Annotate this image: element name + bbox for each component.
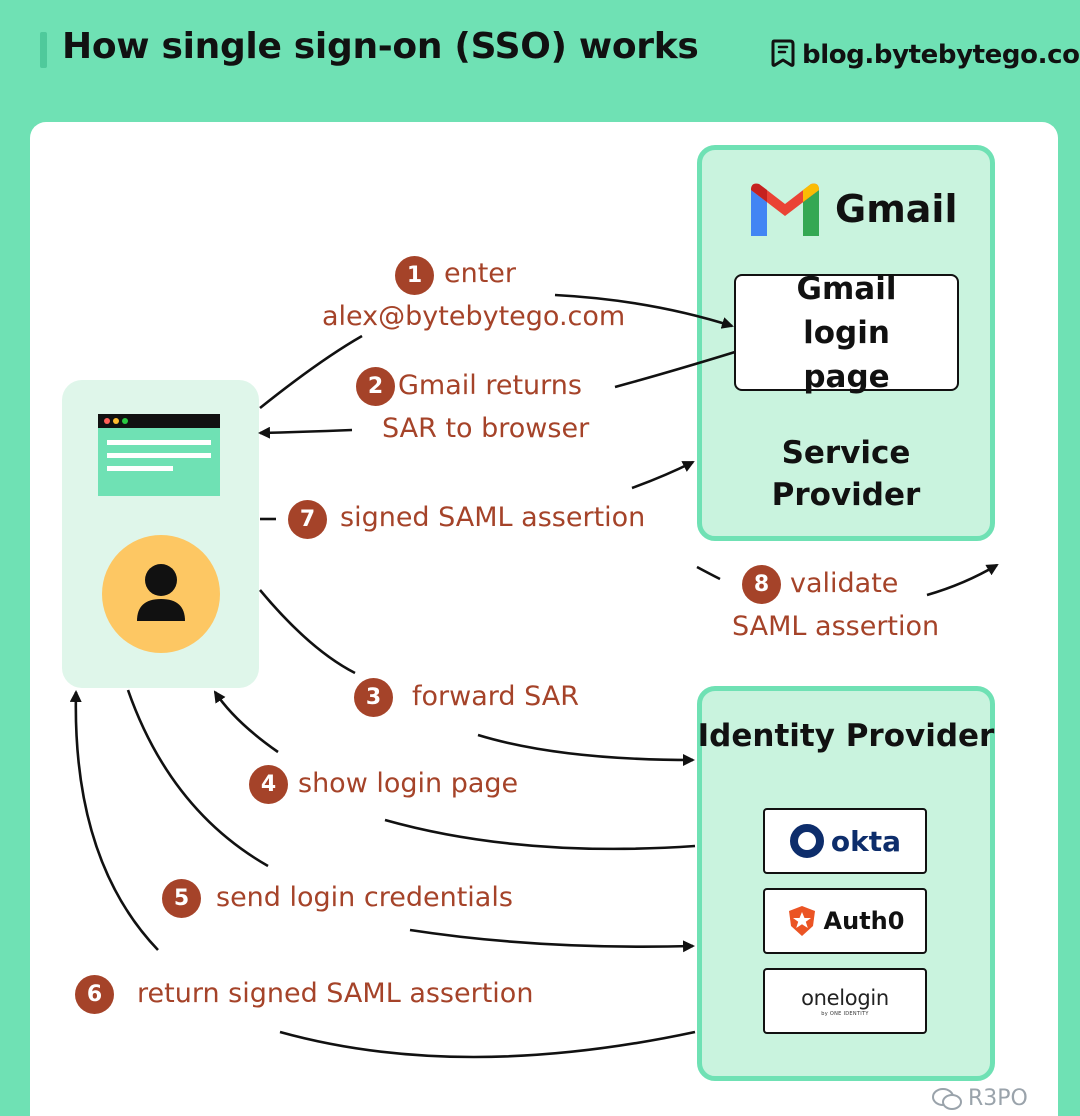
arrow-step-1b — [554, 293, 734, 329]
arrow-step-5b — [409, 928, 695, 953]
step-4-label: show login page — [298, 768, 519, 799]
auth0-logo-icon — [788, 906, 815, 936]
arrow-step-8b — [926, 563, 999, 597]
title-accent — [40, 32, 47, 68]
step-3-label: forward SAR — [412, 681, 579, 712]
step-8-label-2: SAML assertion — [732, 611, 940, 642]
step-number: 1 — [395, 256, 434, 295]
arrow-step-6a — [279, 1030, 696, 1059]
user-icon — [137, 564, 185, 621]
okta-logo-icon — [789, 824, 824, 858]
step-5-label: send login credentials — [216, 882, 513, 913]
gmail-name: Gmail — [835, 187, 958, 231]
okta-label: okta — [830, 824, 902, 858]
auth0-box: Auth0 — [763, 888, 927, 954]
arrow-step-6b — [69, 690, 159, 951]
step-number: 8 — [742, 565, 781, 604]
arrow-step-2a — [614, 350, 736, 389]
step-number: 6 — [75, 975, 114, 1014]
brand-text[interactable]: blog.bytebytego.com — [802, 40, 1080, 70]
browser-dot-yellow — [113, 418, 119, 424]
arrow-step-4b — [213, 690, 279, 754]
browser-dot-green — [122, 418, 128, 424]
step-2-label: Gmail returns — [398, 370, 582, 401]
step-number: 7 — [288, 500, 327, 539]
onelogin-label: onelogin — [801, 985, 889, 1010]
browser-dot-red — [104, 418, 110, 424]
okta-box: okta — [763, 808, 927, 874]
browser-line — [107, 453, 211, 458]
arrow-step-3b — [477, 733, 695, 766]
arrow-step-5a — [126, 689, 269, 868]
arrow-step-7b — [631, 460, 695, 490]
arrow-step-4a — [384, 818, 696, 851]
onelogin-sub-label: by ONE IDENTITY — [821, 1010, 869, 1017]
step-7-label: signed SAML assertion — [340, 502, 646, 533]
page-title: How single sign-on (SSO) works — [62, 26, 699, 67]
step-number: 2 — [356, 367, 395, 406]
brand[interactable]: blog.bytebytego.com — [770, 38, 1080, 72]
onelogin-box: onelogin by ONE IDENTITY — [763, 968, 927, 1034]
step-number: 4 — [249, 765, 288, 804]
arrow-step-3a — [259, 589, 356, 675]
gmail-logo-icon — [751, 183, 819, 236]
browser-title-bar — [98, 414, 220, 428]
book-logo-icon — [770, 38, 796, 72]
browser-window-icon — [98, 414, 220, 496]
browser-line — [107, 440, 211, 445]
user-avatar — [102, 535, 220, 653]
gmail-login-label: Gmail login page — [796, 270, 897, 395]
wechat-icon — [932, 1087, 962, 1110]
step-8-label: validate — [790, 568, 899, 599]
step-number: 3 — [354, 678, 393, 717]
auth0-label: Auth0 — [823, 907, 905, 935]
step-6-label: return signed SAML assertion — [137, 978, 534, 1009]
gmail-brand: Gmail — [747, 180, 957, 238]
browser-line — [107, 466, 173, 471]
arrow-step-1a — [259, 334, 363, 410]
gmail-login-page: Gmail login page — [734, 271, 959, 395]
step-1-label-2: alex@bytebytego.com — [322, 301, 626, 332]
watermark-text: R3PO — [968, 1086, 1028, 1111]
service-provider-label: Service Provider — [771, 435, 921, 513]
watermark: R3PO — [932, 1086, 1028, 1111]
step-number: 5 — [162, 879, 201, 918]
arrow-step-8a — [696, 565, 721, 581]
step-1-label: enter — [444, 258, 517, 289]
arrow-step-2b — [258, 426, 353, 439]
identity-provider-label: Identity Provider — [697, 718, 995, 754]
step-2-label-2: SAR to browser — [382, 413, 590, 444]
